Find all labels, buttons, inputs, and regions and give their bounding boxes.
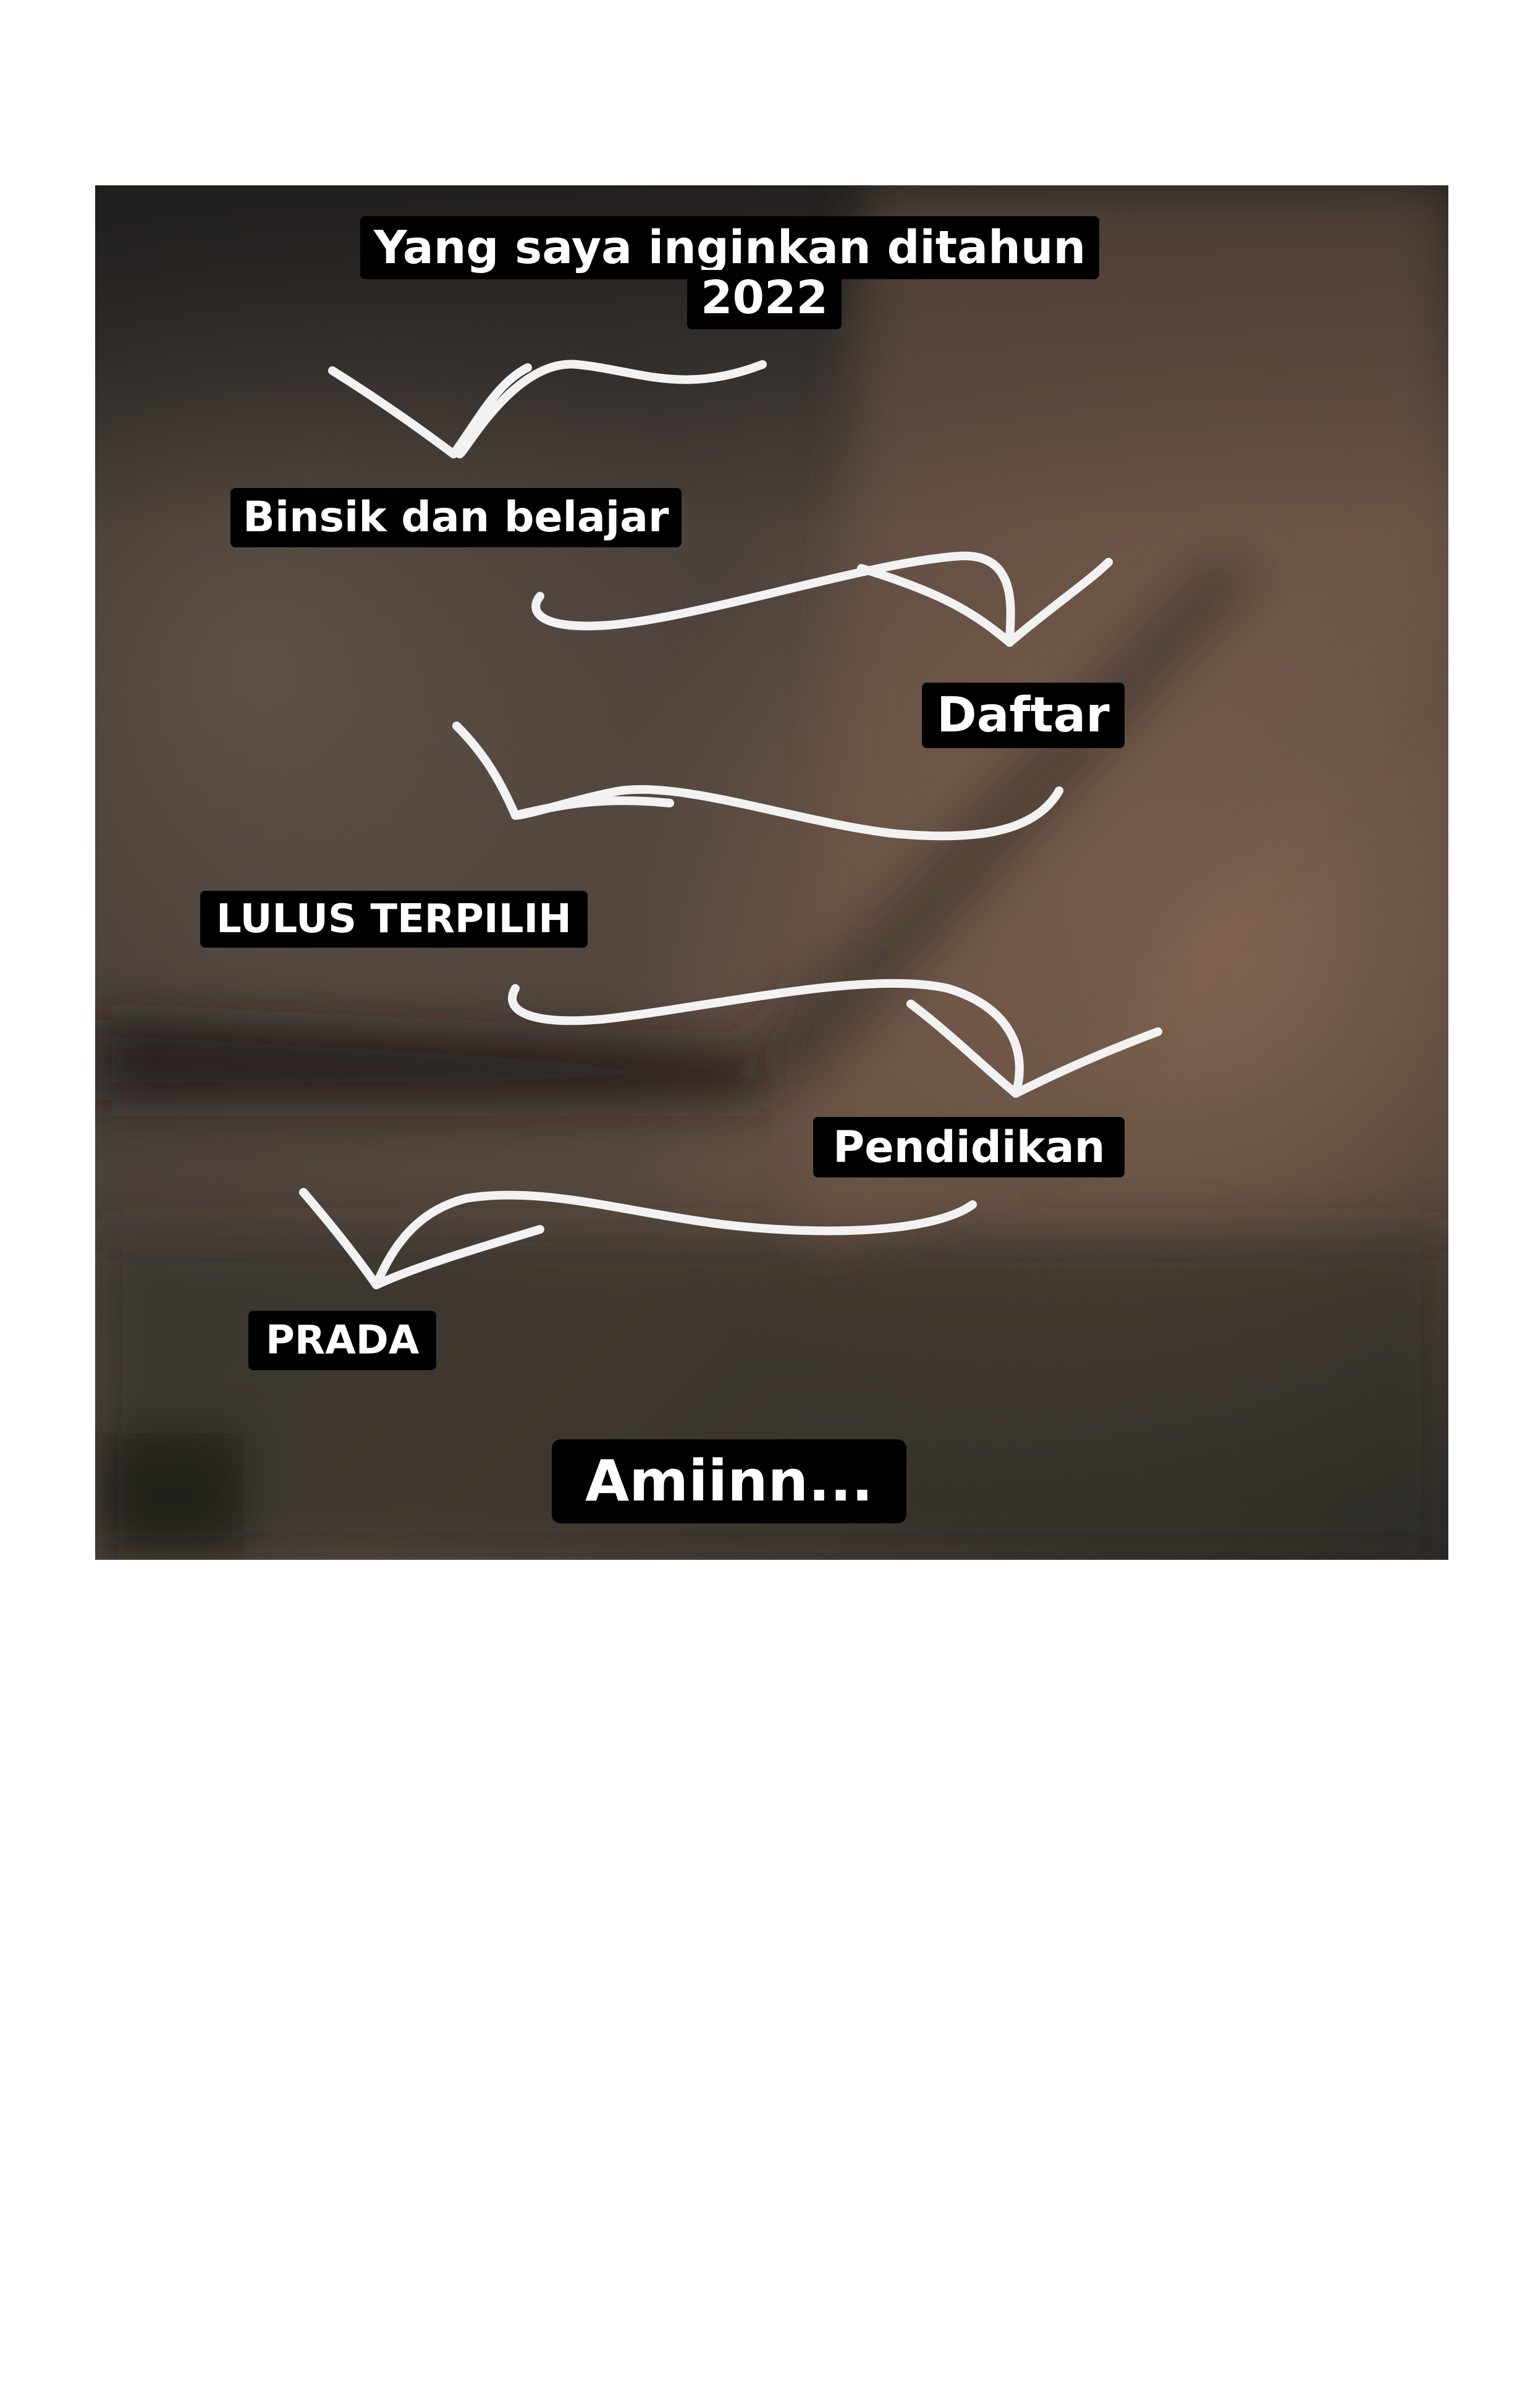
arrow-1-icon [328, 360, 767, 458]
arrow-3-icon [452, 722, 1063, 841]
closing-label-amiinn: Amiinn... [552, 1439, 906, 1523]
story-title-line-1: Yang saya inginkan ditahun [360, 216, 1100, 279]
step-label-pendidikan: Pendidikan [813, 1117, 1125, 1177]
step-label-daftar: Daftar [922, 683, 1125, 748]
step-label-lulus-terpilih: LULUS TERPILIH [200, 891, 588, 948]
step-label-prada: PRADA [248, 1311, 437, 1370]
hand-drawn-arrows [299, 360, 1162, 1289]
story-photo: Yang saya inginkan ditahun 2022 Binsik d… [95, 185, 1448, 1560]
arrow-2-icon [531, 551, 1113, 647]
story-title-line-2: 2022 [687, 270, 842, 329]
arrow-5-icon [299, 1188, 977, 1289]
step-label-binsik: Binsik dan belajar [230, 488, 682, 547]
arrow-4-icon [508, 979, 1162, 1098]
